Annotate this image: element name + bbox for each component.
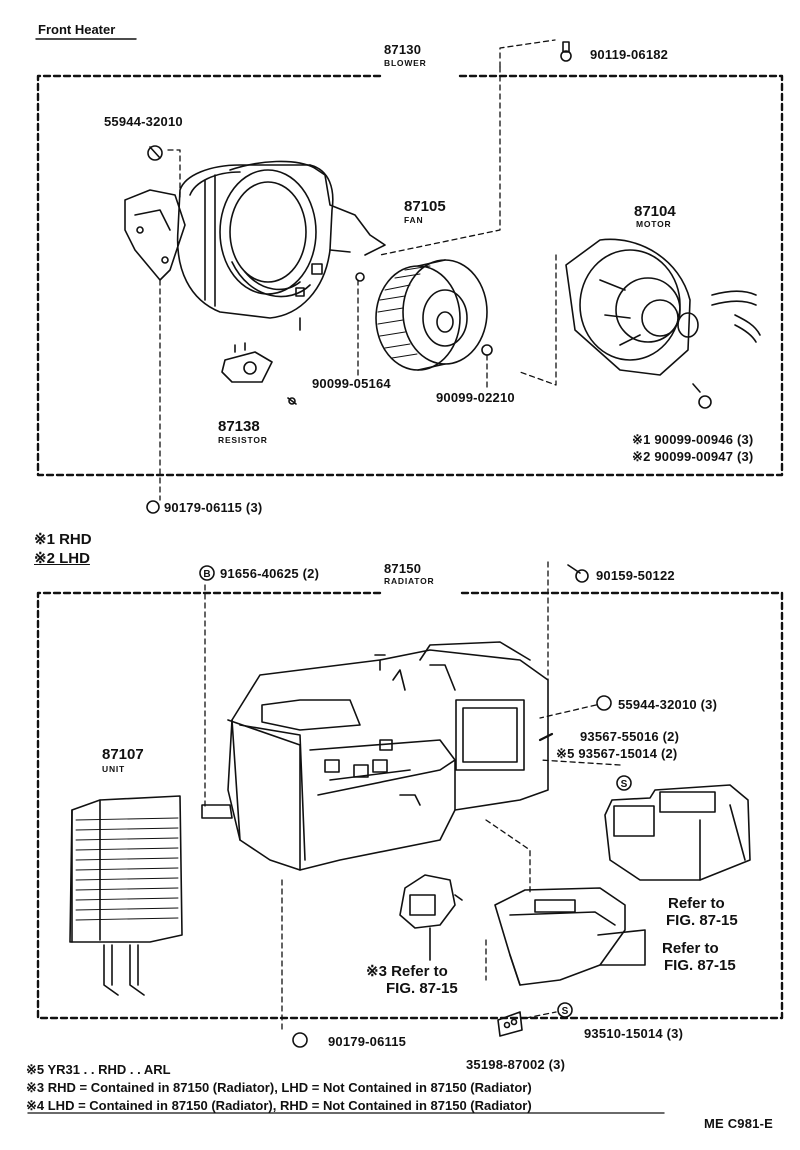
part-90159-50122: 90159-50122	[596, 568, 675, 583]
legend-rhd: ※1 RHD	[34, 531, 92, 548]
part-93510-15014: 93510-15014 (3)	[584, 1026, 684, 1041]
screw-90159-50122-icon	[567, 564, 589, 583]
part-90179-06115-3: 90179-06115 (3)	[164, 500, 263, 515]
servo-actuator-drawing	[399, 874, 463, 961]
heater-unit-drawing	[69, 795, 183, 996]
clip-55944-32010-icon	[147, 145, 163, 161]
blower-housing-drawing	[124, 160, 386, 331]
resistor-number: 87138	[218, 418, 260, 435]
footnote-5: ※5 YR31 . . RHD . . ARL	[26, 1062, 171, 1077]
part-93567-15014: ※5 93567-15014 (2)	[556, 746, 678, 761]
page-title: Front Heater	[38, 22, 116, 37]
footnote-3: ※3 RHD = Contained in 87150 (Radiator), …	[26, 1080, 532, 1095]
refer-duct-line2: FIG. 87-15	[666, 912, 738, 929]
screw-90099-00946-icon	[692, 383, 712, 409]
part-90099-05164: 90099-05164	[312, 376, 391, 391]
bolt-90119-06182-icon	[560, 41, 572, 62]
footnote-4: ※4 LHD = Contained in 87150 (Radiator), …	[26, 1098, 532, 1113]
blower-assembly-name: BLOWER	[384, 58, 427, 68]
figure-code: ME C981-E	[704, 1116, 773, 1131]
lower-duct-drawing	[494, 887, 646, 986]
fan-drawing	[375, 259, 488, 371]
refer-duct-line1: Refer to	[668, 895, 725, 912]
svg-text:B: B	[203, 569, 210, 580]
unit-number: 87107	[102, 746, 144, 763]
part-90179-06115: 90179-06115	[328, 1034, 407, 1049]
radiator-case-drawing	[201, 641, 549, 871]
refer-servo-line2: FIG. 87-15	[386, 980, 458, 997]
svg-text:S: S	[562, 1006, 569, 1017]
radiator-assembly-number: 87150	[384, 561, 422, 576]
part-90099-02210: 90099-02210	[436, 390, 515, 405]
resistor-name: RESISTOR	[218, 435, 268, 445]
part-93567-55016: 93567-55016 (2)	[580, 729, 680, 744]
part-55944-32010: 55944-32010	[104, 114, 183, 129]
fan-number: 87105	[404, 198, 446, 215]
blower-assembly-frame	[36, 74, 784, 477]
radiator-assembly-name: RADIATOR	[384, 576, 435, 586]
motor-drawing	[565, 238, 761, 376]
part-55944-32010-3: 55944-32010 (3)	[618, 697, 718, 712]
upper-duct-drawing	[604, 784, 751, 881]
svg-text:S: S	[621, 779, 628, 790]
part-91656-40625: 91656-40625 (2)	[220, 566, 320, 581]
resistor-drawing	[221, 342, 273, 383]
radiator-assembly-frame	[36, 591, 784, 1020]
screw-s-93567-icon	[616, 775, 632, 791]
bracket-35198-icon	[497, 1011, 523, 1037]
motor-number: 87104	[634, 203, 676, 220]
refer-servo-line1: ※3 Refer to	[366, 963, 448, 980]
unit-name: UNIT	[102, 764, 126, 774]
fan-name: FAN	[404, 215, 424, 225]
motor-name: MOTOR	[636, 219, 672, 229]
legend-lhd: ※2 LHD	[34, 550, 90, 567]
part-screw-rhd: ※1 90099-00946 (3)	[632, 432, 754, 447]
clip-55944-32010-3-icon	[596, 695, 612, 711]
part-35198-87002: 35198-87002 (3)	[466, 1057, 566, 1072]
part-screw-lhd: ※2 90099-00947 (3)	[632, 449, 754, 464]
blower-assembly-number: 87130	[384, 42, 422, 57]
refer-box-line2: FIG. 87-15	[664, 957, 736, 974]
refer-box-line1: Refer to	[662, 940, 719, 957]
part-90119-06182: 90119-06182	[590, 47, 669, 62]
